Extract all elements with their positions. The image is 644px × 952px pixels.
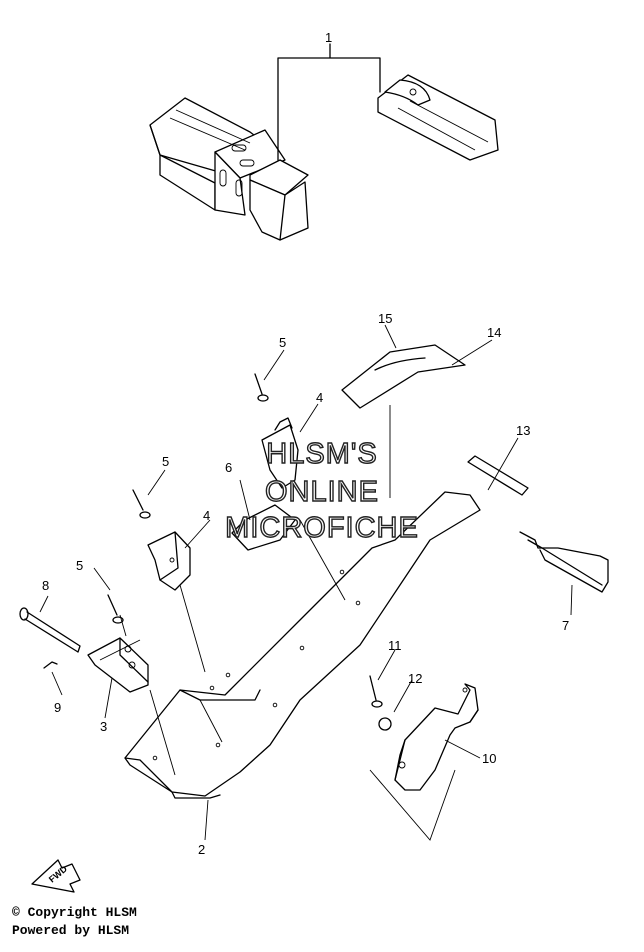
callout-9: 9 xyxy=(54,700,61,715)
callout-10: 10 xyxy=(482,751,496,766)
tool-bag-flat xyxy=(377,74,499,161)
callout-5-middle: 5 xyxy=(162,454,169,469)
callout-13: 13 xyxy=(516,423,530,438)
watermark-line-1: HLSM'S xyxy=(266,437,378,470)
fwd-arrow-icon: FWD xyxy=(31,859,81,893)
powered-by-text: Powered by HLSM xyxy=(12,923,130,938)
callout-14: 14 xyxy=(487,325,501,340)
callout-3: 3 xyxy=(100,719,107,734)
screws xyxy=(107,373,269,624)
callout-12: 12 xyxy=(408,671,422,686)
clip-upper xyxy=(261,417,299,489)
callout-11: 11 xyxy=(388,638,402,653)
cotter-pin xyxy=(43,661,58,669)
tool-bag-rolled xyxy=(149,97,309,241)
right-bracket xyxy=(394,683,479,791)
clip-lower xyxy=(147,531,191,591)
bolt xyxy=(19,607,81,653)
strap-piece xyxy=(231,504,296,551)
callout-5-upper: 5 xyxy=(279,335,286,350)
clamp xyxy=(87,637,149,693)
callout-1: 1 xyxy=(325,30,332,45)
watermark-line-2: ONLINE xyxy=(264,475,379,508)
callout-4-upper: 4 xyxy=(316,390,323,405)
bracket-plate xyxy=(124,491,481,799)
callout-2: 2 xyxy=(198,842,205,857)
strip-13 xyxy=(467,455,529,496)
callout-5-lower: 5 xyxy=(76,558,83,573)
callout-8: 8 xyxy=(42,578,49,593)
rod xyxy=(519,531,609,593)
screw-and-collar xyxy=(369,675,392,731)
copyright-text: © Copyright HLSM xyxy=(12,905,137,920)
callout-6: 6 xyxy=(225,460,232,475)
label-damper xyxy=(341,344,466,409)
callout-7: 7 xyxy=(562,618,569,633)
callout-4-lower: 4 xyxy=(203,508,210,523)
watermark-line-3: MICROFICHE xyxy=(224,511,419,544)
callout-15: 15 xyxy=(378,311,392,326)
